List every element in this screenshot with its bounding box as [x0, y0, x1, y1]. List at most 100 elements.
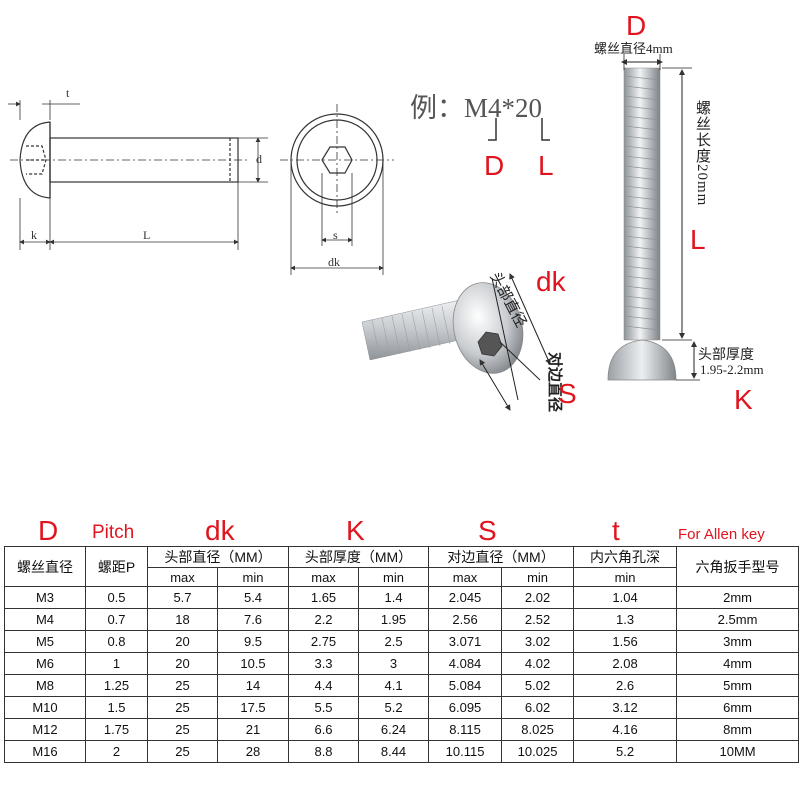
table-cell: 25 — [147, 718, 218, 741]
table-cell: 20 — [147, 652, 218, 675]
photo-L-cn: 螺丝长度20mm — [694, 100, 710, 207]
table-cell: 7.6 — [216, 608, 290, 631]
example-D-label: D — [484, 150, 505, 181]
photo-D-label: D — [626, 10, 647, 41]
header-dk: 头部直径（MM） — [146, 546, 290, 568]
example-L-label: L — [538, 150, 554, 181]
table-cell: 8mm — [676, 718, 800, 741]
photo-s-label: S — [558, 378, 577, 409]
table-cell: 6.095 — [428, 696, 503, 719]
table-label-dk: dk — [205, 515, 235, 546]
header-k: 头部厚度（MM） — [288, 546, 430, 568]
table-cell: 10.115 — [428, 740, 503, 763]
table-cell: M3 — [4, 586, 86, 609]
table-cell: 6mm — [676, 696, 800, 719]
table-label-S: S — [478, 515, 497, 546]
table-cell: 3.3 — [288, 652, 360, 675]
table-cell: 3mm — [676, 630, 800, 653]
table-cell: 3.02 — [501, 630, 575, 653]
photo-D-cn: 螺丝直径4mm — [594, 41, 673, 56]
table-cell: 6.24 — [358, 718, 430, 741]
photo-dk-label: dk — [536, 266, 566, 297]
table-cell: 1 — [85, 652, 148, 675]
table-cell: 0.8 — [85, 630, 148, 653]
example-text: 例：M4*20 — [410, 93, 543, 123]
table-cell: 2.5mm — [676, 608, 800, 631]
table-label-allen: For Allen key — [678, 526, 765, 543]
photo-L-label: L — [690, 224, 706, 255]
example-brackets — [488, 118, 550, 141]
screw-photo-horizontal — [361, 273, 551, 411]
table-cell: 5.7 — [147, 586, 218, 609]
header-diameter: 螺丝直径 — [4, 546, 86, 587]
table-cell: 8.44 — [358, 740, 430, 763]
technical-drawing — [8, 100, 394, 275]
table-cell: 9.5 — [216, 630, 290, 653]
table-cell: 2mm — [676, 586, 800, 609]
table-cell: 6.6 — [288, 718, 360, 741]
table-cell: 20 — [147, 630, 218, 653]
screw-photo-vertical — [607, 54, 700, 381]
table-cell: 2.08 — [573, 652, 678, 675]
table-cell: 2.02 — [501, 586, 575, 609]
sub-s-max: max — [428, 567, 503, 587]
table-cell: 1.75 — [85, 718, 148, 741]
table-cell: 4.02 — [501, 652, 575, 675]
table-cell: 6.02 — [501, 696, 575, 719]
table-cell: 2 — [85, 740, 148, 763]
table-cell: 5.2 — [573, 740, 678, 763]
table-cell: 4.084 — [428, 652, 503, 675]
table-cell: 14 — [216, 674, 290, 697]
table-label-t: t — [612, 515, 620, 546]
table-cell: 8.8 — [288, 740, 360, 763]
table-cell: 5mm — [676, 674, 800, 697]
table-cell: 1.95 — [358, 608, 430, 631]
table-cell: 2.2 — [288, 608, 360, 631]
table-cell: 4.16 — [573, 718, 678, 741]
table-cell: 8.025 — [501, 718, 575, 741]
sub-k-max: max — [288, 567, 360, 587]
header-allen: 六角扳手型号 — [676, 546, 800, 587]
table-cell: 10.5 — [216, 652, 290, 675]
table-cell: 2.045 — [428, 586, 503, 609]
dim-label-d: d — [256, 152, 262, 166]
table-cell: 5.4 — [216, 586, 290, 609]
table-label-K: K — [346, 515, 365, 546]
table-cell: M16 — [4, 740, 86, 763]
table-cell: 2.6 — [573, 674, 678, 697]
dim-label-L: L — [143, 228, 151, 242]
table-cell: 0.5 — [85, 586, 148, 609]
dim-label-k: k — [31, 228, 37, 242]
table-cell: 10MM — [676, 740, 800, 763]
table-cell: 1.56 — [573, 630, 678, 653]
header-t: 内六角孔深 — [573, 546, 678, 568]
sub-dk-max: max — [147, 567, 218, 587]
table-cell: 1.3 — [573, 608, 678, 631]
sub-t-min: min — [573, 567, 678, 587]
dim-label-t: t — [66, 86, 70, 100]
table-cell: 2.56 — [428, 608, 503, 631]
table-cell: M12 — [4, 718, 86, 741]
table-cell: 17.5 — [216, 696, 290, 719]
table-cell: 5.02 — [501, 674, 575, 697]
table-cell: 5.2 — [358, 696, 430, 719]
table-cell: 1.25 — [85, 674, 148, 697]
header-s: 对边直径（MM） — [428, 546, 575, 568]
dim-label-s: s — [333, 228, 338, 242]
sub-dk-min: min — [216, 567, 290, 587]
table-cell: M6 — [4, 652, 86, 675]
photo-K-cn: 头部厚度 — [698, 348, 754, 363]
sub-s-min: min — [501, 567, 575, 587]
table-cell: 3 — [358, 652, 430, 675]
table-cell: 4.4 — [288, 674, 360, 697]
table-cell: 5.5 — [288, 696, 360, 719]
table-cell: 25 — [147, 674, 218, 697]
table-cell: M8 — [4, 674, 86, 697]
table-cell: 4.1 — [358, 674, 430, 697]
